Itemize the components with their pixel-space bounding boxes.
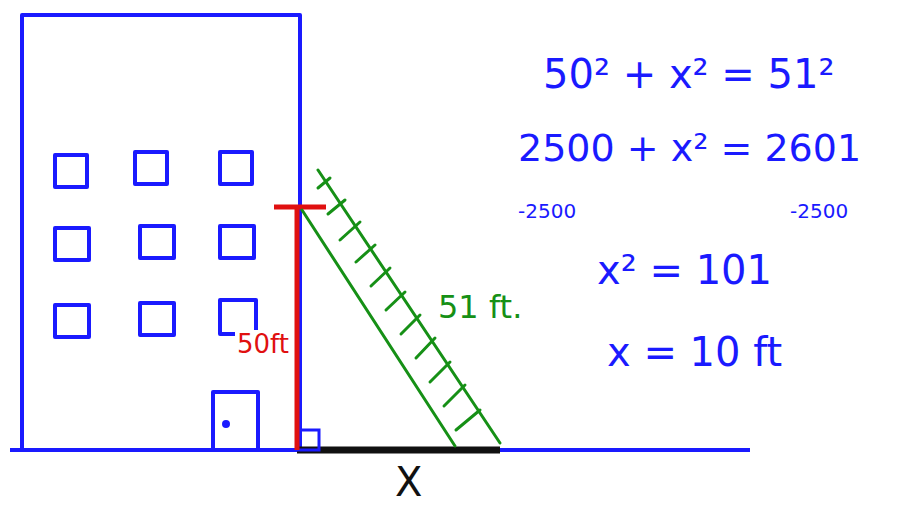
equation: x² = 101: [597, 248, 772, 292]
ladder-rung: [456, 410, 480, 430]
ladder-rung: [430, 362, 450, 382]
window: [140, 303, 174, 335]
ladder-rung: [318, 178, 330, 188]
subtraction-note: -2500: [790, 200, 848, 222]
right-angle-mark: [297, 430, 319, 450]
window: [55, 155, 87, 187]
door: [213, 392, 258, 450]
ladder-rung: [371, 268, 390, 286]
ladder-rung: [356, 245, 375, 262]
ladder-rung: [444, 385, 465, 406]
ladder-rung: [416, 338, 435, 358]
window: [135, 152, 167, 184]
door-knob: [224, 422, 228, 426]
ladder-rung: [328, 200, 345, 214]
ladder-rung: [386, 292, 405, 310]
window: [220, 300, 256, 334]
ground-line: [10, 448, 750, 452]
ladder-rung: [340, 222, 360, 240]
ladder-rung: [401, 315, 420, 334]
equation: 2500 + x² = 2601: [518, 128, 861, 170]
window: [220, 226, 254, 258]
dimension-label: 50ft: [235, 330, 291, 359]
equation: 50² + x² = 51²: [543, 52, 834, 96]
height-line: [295, 207, 300, 450]
ladder-rail: [302, 210, 455, 446]
answer: x = 10 ft: [607, 330, 782, 374]
building: [22, 15, 300, 450]
window: [220, 152, 252, 184]
height-tick: [274, 205, 326, 210]
subtraction-note: -2500: [518, 200, 576, 222]
window: [140, 226, 174, 258]
dimension-label: 51 ft.: [438, 290, 522, 325]
window: [55, 305, 89, 337]
window: [55, 228, 89, 260]
base-segment: [297, 447, 500, 454]
variable-label: X: [395, 460, 422, 504]
building-outline: [22, 15, 300, 450]
